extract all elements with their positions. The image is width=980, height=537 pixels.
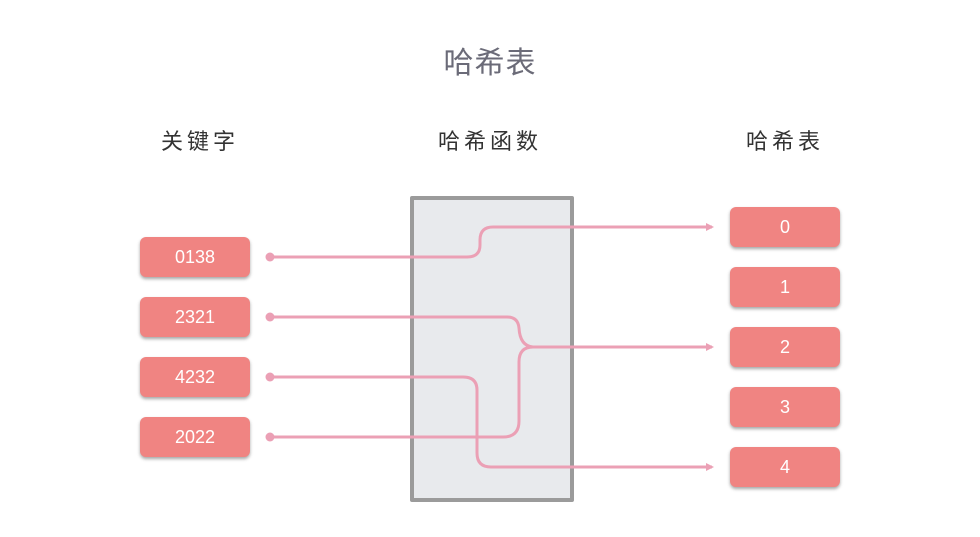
bucket-box-2: 2	[730, 327, 840, 367]
arrow-2022-to-2	[270, 345, 534, 439]
key-box-0138: 0138	[140, 237, 250, 277]
bucket-box-0: 0	[730, 207, 840, 247]
key-box-2022: 2022	[140, 417, 250, 457]
arrow-4232-to-4	[270, 375, 714, 471]
bucket-box-3: 3	[730, 387, 840, 427]
connector-dot-4232	[265, 372, 275, 382]
bucket-box-4: 4	[730, 447, 840, 487]
table-column-header: 哈希表	[745, 130, 824, 155]
connector-dot-0138	[265, 252, 275, 262]
keys-column-header: 关键字	[160, 130, 239, 155]
bucket-box-1: 1	[730, 267, 840, 307]
connector-dot-2321	[265, 312, 275, 322]
arrow-2321-to-2	[270, 315, 714, 351]
hash-function-block	[410, 196, 574, 502]
key-box-4232: 4232	[140, 357, 250, 397]
diagram-title: 哈希表	[443, 46, 537, 81]
arrow-0138-to-0	[270, 223, 714, 259]
connector-dot-2022	[265, 432, 275, 442]
function-column-header: 哈希函数	[437, 130, 542, 155]
key-box-2321: 2321	[140, 297, 250, 337]
